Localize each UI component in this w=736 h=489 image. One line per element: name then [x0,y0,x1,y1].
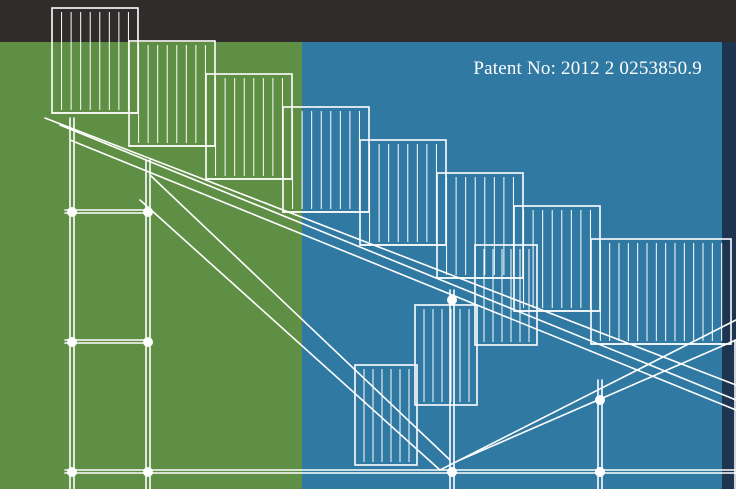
right-dark-strip [722,42,736,489]
coupler-node [143,337,153,347]
stair-railing-box [513,205,601,312]
coupler-node [67,207,77,217]
stair-railing-box [590,238,732,345]
top-dark-band [0,0,736,42]
lower-railing-box [414,304,478,406]
coupler-node [447,467,457,477]
diagonal-brace [149,174,451,461]
coupler-node [447,295,457,305]
coupler-node [67,467,77,477]
coupler-node [143,467,153,477]
coupler-node [595,395,605,405]
stair-railing-box [436,172,524,279]
patent-number-label: Patent No: 2012 2 0253850.9 [473,58,702,79]
stringer-lower [59,124,736,401]
lower-railing-box [354,364,418,466]
green-panel [0,42,302,489]
stair-railing-box [205,73,293,180]
coupler-node [595,467,605,477]
return-brace [439,319,736,471]
coupler-node [143,207,153,217]
coupler-node [67,337,77,347]
diagonal-brace [139,199,441,471]
stair-railing-box [51,7,139,114]
stair-railing-box [282,106,370,213]
blue-panel [302,42,722,489]
stringer-inner [69,139,736,411]
stringer-upper [44,117,736,386]
stair-railing-box [359,139,447,246]
lower-railing-box [474,244,538,346]
stair-railing-box [128,40,216,147]
